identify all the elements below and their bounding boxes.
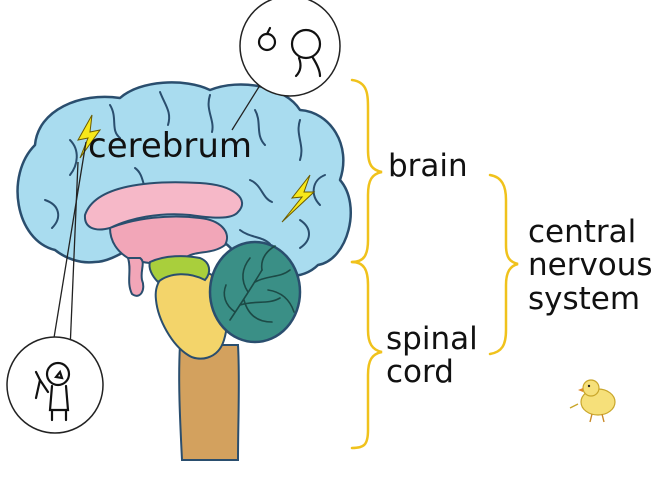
thought-bubble-icon: [239, 0, 341, 97]
bubble-pointer-line: [231, 81, 263, 131]
brain-label: brain: [388, 148, 468, 184]
lightning-bolt-icon: [77, 114, 102, 159]
cerebellum: [208, 240, 302, 344]
spinal-cord: [178, 344, 240, 461]
brain-bracket: [350, 78, 383, 264]
spinal-cord-label-line: cord: [386, 354, 454, 391]
spinal-cord-label: spinal cord: [386, 321, 478, 391]
lightning-bolt-icon: [281, 174, 316, 223]
cns-label-line: central: [528, 214, 637, 250]
pituitary: [126, 257, 145, 297]
spinal-cord-bracket: [350, 260, 383, 450]
cns-label-line: system: [528, 280, 641, 317]
thought-bubble-content: [257, 26, 322, 78]
bubble-pointer-line: [51, 141, 87, 351]
cns-bracket: [488, 173, 519, 356]
midbrain: [148, 255, 211, 284]
spinal-cord-label-line: spinal: [386, 321, 478, 357]
central-nervous-system-label: central nervous system: [528, 214, 653, 317]
cerebrum-label: cerebrum: [88, 126, 252, 166]
cns-label-line: nervous: [528, 247, 653, 284]
chick-icon: [569, 379, 616, 423]
bubble-pointer-line: [69, 161, 79, 351]
arbor-vitae: [223, 245, 295, 323]
stick-figure-icon: [34, 361, 71, 422]
